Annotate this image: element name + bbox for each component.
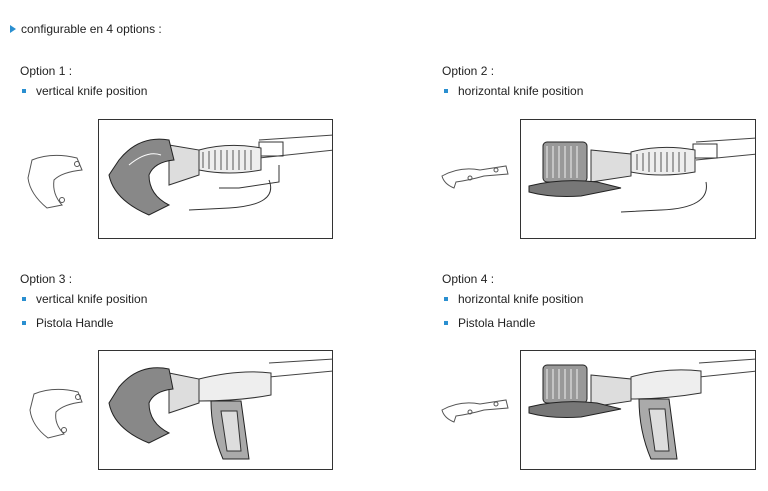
option-2-bullet-1: horizontal knife position [442, 84, 583, 98]
square-bullet-icon [444, 297, 448, 301]
option-4-title: Option 4 : [442, 272, 495, 286]
option-2-bullet-1-text: horizontal knife position [458, 84, 584, 98]
option-2-tool-image [520, 119, 756, 239]
option-1-tool-drawing [108, 134, 332, 216]
option-3-bullet-2: Pistola Handle [20, 316, 113, 330]
option-4-tool-image [520, 350, 756, 470]
option-3-vertical-blade-icon [29, 388, 83, 439]
option-3-bullet-1-text: vertical knife position [36, 292, 148, 306]
option-2-horizontal-blade-icon [441, 165, 509, 189]
option-4-bullet-2-text: Pistola Handle [458, 316, 536, 330]
option-4-bullet-1-text: horizontal knife position [458, 292, 584, 306]
option-1-title: Option 1 : [20, 64, 73, 78]
option-3-bullet-2-text: Pistola Handle [36, 316, 114, 330]
square-bullet-icon [22, 321, 26, 325]
option-1-vertical-blade-icon [27, 154, 83, 209]
option-4-tool-drawing [528, 358, 755, 460]
option-1-bullet-1-text: vertical knife position [36, 84, 148, 98]
option-1-tool-image [98, 119, 333, 239]
square-bullet-icon [444, 321, 448, 325]
option-4-bullet-2: Pistola Handle [442, 316, 535, 330]
option-4-horizontal-blade-icon [441, 399, 509, 423]
option-1-bullet-1: vertical knife position [20, 84, 147, 98]
section-heading: configurable en 4 options : [10, 22, 162, 36]
triangle-bullet-icon [10, 25, 16, 33]
option-3-bullet-1: vertical knife position [20, 292, 147, 306]
option-3-title: Option 3 : [20, 272, 73, 286]
heading-text: configurable en 4 options : [21, 22, 162, 36]
square-bullet-icon [22, 297, 26, 301]
option-4-bullet-1: horizontal knife position [442, 292, 583, 306]
square-bullet-icon [444, 89, 448, 93]
option-2-tool-drawing [528, 137, 755, 213]
option-3-tool-drawing [108, 358, 332, 460]
option-2-title: Option 2 : [442, 64, 495, 78]
square-bullet-icon [22, 89, 26, 93]
option-3-tool-image [98, 350, 333, 470]
